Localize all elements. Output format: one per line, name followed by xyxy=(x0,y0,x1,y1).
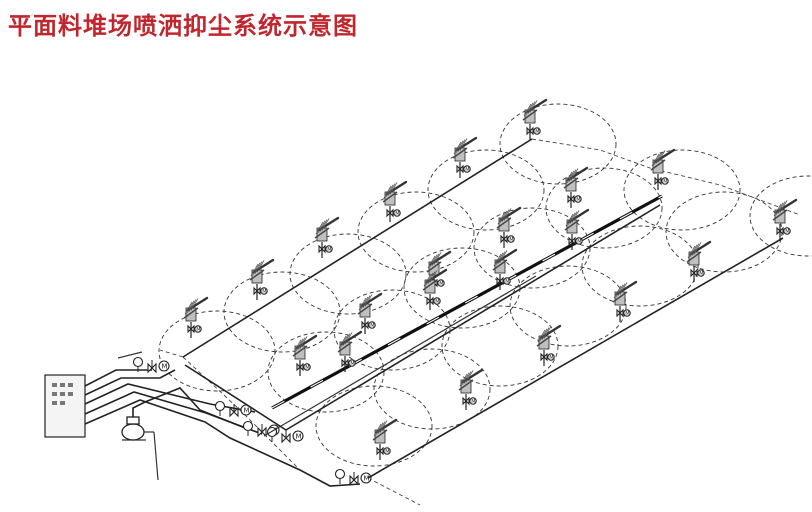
svg-text:M: M xyxy=(699,271,703,277)
spray-nozzle-icon: M xyxy=(686,240,712,282)
spray-arc xyxy=(427,149,545,231)
spray-nozzle-icon: M xyxy=(249,258,275,300)
diagram-title: 平面料堆场喷洒抑尘系统示意图 xyxy=(8,12,358,40)
svg-text:M: M xyxy=(465,167,469,173)
svg-text:M: M xyxy=(549,355,553,361)
svg-text:M: M xyxy=(262,289,266,295)
valve-groups: M M M M M xyxy=(132,356,372,486)
pressure-gauge-icon xyxy=(214,400,226,412)
spray-arc xyxy=(749,175,812,257)
spray-arc xyxy=(623,149,741,231)
spray-nozzle-icon: M xyxy=(372,418,398,460)
spray-nozzle-icon: M xyxy=(612,280,638,322)
spray-nozzle-icon: M xyxy=(292,334,318,376)
spray-arc xyxy=(545,167,663,249)
valve-group: M xyxy=(214,400,252,418)
svg-text:M: M xyxy=(327,247,331,253)
svg-text:M: M xyxy=(395,211,399,217)
spray-arc xyxy=(665,191,783,273)
pressure-gauge-icon xyxy=(242,420,254,432)
svg-text:M: M xyxy=(350,361,354,367)
svg-text:M: M xyxy=(244,407,250,415)
spray-nozzle-icon: M xyxy=(422,268,448,310)
spray-nozzle-icon: M xyxy=(183,296,209,338)
svg-text:M: M xyxy=(535,129,539,135)
svg-text:M: M xyxy=(471,399,475,405)
control-cabinet xyxy=(44,374,86,438)
spray-arc xyxy=(499,103,617,185)
svg-text:M: M xyxy=(196,327,200,333)
spray-arc xyxy=(581,225,699,307)
pressure-gauge-icon xyxy=(132,356,144,368)
coverage-boundary xyxy=(182,138,801,506)
spray-arc xyxy=(403,247,521,329)
spray-arc xyxy=(373,348,491,430)
spray-nozzle-icon: M xyxy=(563,166,589,208)
valve-group: M xyxy=(334,468,372,486)
spray-arc xyxy=(441,305,559,387)
spray-arc xyxy=(158,310,276,392)
spray-arc xyxy=(223,271,341,353)
svg-text:M: M xyxy=(439,281,443,287)
motor-valve-icon xyxy=(158,360,170,372)
spray-nozzle-icon: M xyxy=(650,148,676,190)
svg-text:M: M xyxy=(364,475,370,483)
distribution-pipes xyxy=(159,138,784,479)
spray-coverage-areas xyxy=(158,103,812,506)
svg-text:M: M xyxy=(663,179,667,185)
spray-nozzle-icon: M xyxy=(496,206,522,248)
spray-nozzle-icon: M xyxy=(492,248,518,290)
spray-nozzle-icon: M xyxy=(772,198,798,240)
svg-text:M: M xyxy=(296,433,302,441)
svg-text:M: M xyxy=(625,311,629,317)
valve-group: M xyxy=(132,356,170,374)
spray-nozzle-icon: M xyxy=(337,330,363,372)
spray-arc xyxy=(267,331,385,413)
spray-arc xyxy=(333,289,451,371)
spray-nozzle-icon: M xyxy=(314,216,340,258)
spray-arc xyxy=(509,265,627,347)
spray-arc xyxy=(289,233,407,315)
spray-nozzles: M M M M M M M M M M M M M M M M M M M M M M xyxy=(183,98,798,460)
svg-text:M: M xyxy=(162,363,168,371)
pressure-gauge-icon xyxy=(334,468,346,480)
svg-text:M: M xyxy=(785,229,789,235)
spray-nozzle-icon: M xyxy=(536,324,562,366)
spray-nozzle-icon: M xyxy=(458,368,484,410)
svg-text:M: M xyxy=(577,239,581,245)
svg-text:M: M xyxy=(370,323,374,329)
water-pump xyxy=(121,416,159,481)
spray-nozzle-icon: M xyxy=(452,136,478,178)
svg-text:M: M xyxy=(505,279,509,285)
svg-text:M: M xyxy=(305,365,309,371)
spray-arc xyxy=(315,385,433,467)
valve-group: M xyxy=(266,426,304,444)
spray-nozzle-icon: M xyxy=(382,180,408,222)
main-supply-pipes xyxy=(84,351,361,487)
svg-text:M: M xyxy=(385,449,389,455)
spray-nozzle-icon: M xyxy=(357,292,383,334)
spray-nozzle-icon: M xyxy=(564,208,590,250)
spray-nozzle-icon: M xyxy=(522,98,548,140)
svg-text:M: M xyxy=(435,299,439,305)
svg-text:M: M xyxy=(509,237,513,243)
spray-arc xyxy=(357,191,475,273)
motor-valve-icon xyxy=(360,472,372,484)
motor-valve-icon xyxy=(292,430,304,442)
svg-text:M: M xyxy=(576,197,580,203)
